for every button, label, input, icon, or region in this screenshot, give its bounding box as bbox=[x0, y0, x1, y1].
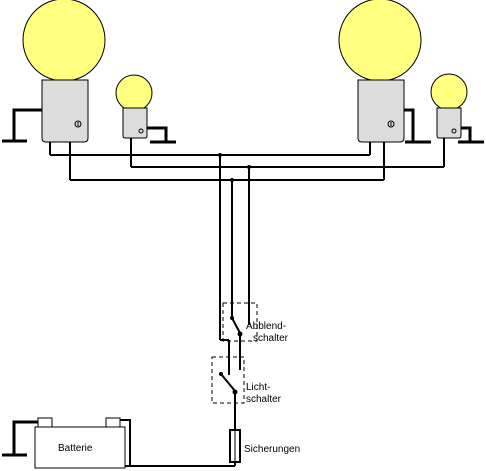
right-headlight-base bbox=[357, 79, 405, 143]
battery bbox=[34, 417, 126, 469]
battery-label: Batterie bbox=[58, 443, 93, 454]
battery-body bbox=[34, 426, 126, 469]
battery-terminal-minus bbox=[37, 417, 53, 428]
right-headlight-glass bbox=[338, 0, 422, 82]
dimmer-switch-label-2: schalter bbox=[253, 333, 289, 344]
right-small-bulb bbox=[430, 73, 468, 139]
light-switch-box bbox=[211, 356, 245, 404]
left-headlight-base bbox=[41, 79, 89, 143]
light-switch-label-2: schalter bbox=[246, 394, 282, 405]
dimmer-switch-box bbox=[222, 302, 258, 342]
right-headlight-contact-icon bbox=[387, 120, 395, 128]
left-small-base bbox=[122, 107, 148, 139]
right-headlight-bulb bbox=[338, 0, 422, 143]
battery-terminal-plus bbox=[105, 417, 121, 428]
light-switch-label-1: Licht- bbox=[246, 382, 270, 393]
left-small-ground-icon bbox=[147, 126, 176, 144]
right-small-glass bbox=[430, 73, 468, 111]
wires bbox=[49, 138, 445, 467]
left-headlight-contact-icon bbox=[74, 120, 82, 128]
battery-ground-icon bbox=[2, 420, 38, 457]
fuse-icon bbox=[229, 429, 241, 463]
right-small-base bbox=[436, 107, 462, 139]
left-headlight-glass bbox=[22, 0, 106, 82]
left-headlight-bulb bbox=[22, 0, 106, 143]
left-headlight-ground-icon bbox=[2, 108, 42, 143]
dimmer-switch-label-1: Abblend- bbox=[246, 321, 286, 332]
fuses-label: Sicherungen bbox=[244, 444, 300, 455]
right-small-ground-icon bbox=[458, 126, 484, 144]
right-headlight-ground-icon bbox=[404, 108, 431, 144]
left-small-bulb bbox=[115, 74, 153, 139]
switch-contacts bbox=[218, 153, 251, 395]
left-small-glass bbox=[115, 74, 153, 112]
